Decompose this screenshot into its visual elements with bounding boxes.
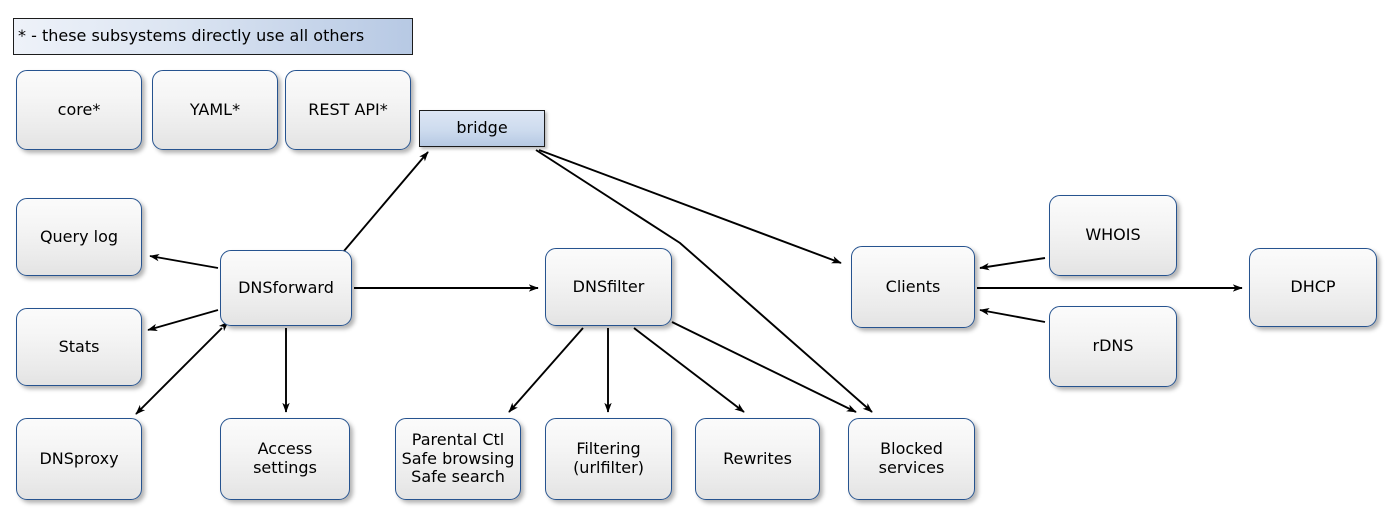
edge-bridge-clients xyxy=(538,149,842,264)
node-yaml[interactable]: YAML* xyxy=(152,70,278,150)
edge-dnsforward-dnsproxy xyxy=(135,321,229,415)
node-label-rewrites: Rewrites xyxy=(723,448,792,468)
node-label-accesssettings: Access settings xyxy=(253,439,317,477)
node-label-querylog: Query log xyxy=(39,226,119,246)
node-label-filtering: Filtering (urlfilter) xyxy=(573,439,644,477)
node-stats[interactable]: Stats xyxy=(16,308,142,386)
node-label-blockedservices: Blocked services xyxy=(878,439,945,477)
node-label-dhcp: DHCP xyxy=(1290,277,1336,297)
node-label-restapi: REST API* xyxy=(308,99,388,119)
node-label-dnsforward: DNSforward xyxy=(238,277,334,297)
edge-rdns-clients xyxy=(979,308,1046,323)
legend-note: * - these subsystems directly use all ot… xyxy=(13,18,413,55)
node-querylog[interactable]: Query log xyxy=(16,198,142,276)
node-core[interactable]: core* xyxy=(16,70,142,150)
node-label-parental: Parental Ctl Safe browsing Safe search xyxy=(401,429,515,487)
node-parental[interactable]: Parental Ctl Safe browsing Safe search xyxy=(395,418,521,500)
node-rdns[interactable]: rDNS xyxy=(1049,306,1177,387)
node-bridge[interactable]: bridge xyxy=(419,110,545,147)
node-label-stats: Stats xyxy=(58,336,100,356)
node-whois[interactable]: WHOIS xyxy=(1049,195,1177,276)
node-label-whois: WHOIS xyxy=(1085,225,1141,245)
legend-note-label: * - these subsystems directly use all ot… xyxy=(18,26,365,46)
node-rewrites[interactable]: Rewrites xyxy=(695,418,820,500)
node-dnsforward[interactable]: DNSforward xyxy=(220,250,352,326)
node-restapi[interactable]: REST API* xyxy=(285,70,411,150)
node-blockedservices[interactable]: Blocked services xyxy=(848,418,975,500)
node-clients[interactable]: Clients xyxy=(851,246,975,328)
node-accesssettings[interactable]: Access settings xyxy=(220,418,350,500)
edge-dnsforward-querylog xyxy=(149,253,219,269)
node-dnsproxy[interactable]: DNSproxy xyxy=(16,418,142,500)
node-label-clients: Clients xyxy=(885,276,941,296)
edge-dnsfilter-blockedservices xyxy=(671,321,857,413)
edge-dnsfilter-parental xyxy=(508,327,584,413)
edge-dnsforward-bridge xyxy=(343,151,429,252)
edge-whois-clients xyxy=(979,257,1046,271)
node-label-bridge: bridge xyxy=(456,118,508,138)
edge-dnsforward-stats xyxy=(147,309,219,332)
node-label-core: core* xyxy=(57,99,101,119)
node-label-dnsproxy: DNSproxy xyxy=(39,448,119,468)
node-filtering[interactable]: Filtering (urlfilter) xyxy=(545,418,672,500)
node-dhcp[interactable]: DHCP xyxy=(1249,248,1377,327)
edge-dnsfilter-rewrites xyxy=(633,327,745,413)
node-dnsfilter[interactable]: DNSfilter xyxy=(545,248,672,326)
node-label-dnsfilter: DNSfilter xyxy=(572,276,645,296)
node-label-yaml: YAML* xyxy=(189,99,241,119)
node-label-rdns: rDNS xyxy=(1092,336,1134,356)
